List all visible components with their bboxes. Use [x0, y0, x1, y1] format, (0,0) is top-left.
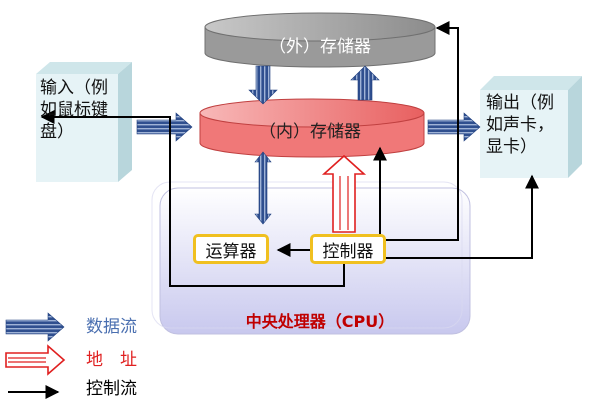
control-line-to-output	[384, 174, 539, 259]
data-arrow-ext-to-int	[248, 65, 278, 105]
data-arrow-int-alu	[254, 151, 272, 225]
cpu-label: 中央处理器（CPU）	[245, 312, 395, 331]
legend-address-arrow	[5, 344, 66, 376]
data-arrow-input-to-int	[136, 112, 193, 142]
output-device-label: 输出（例如声卡，显卡）	[486, 93, 554, 157]
external-memory-cylinder	[204, 12, 436, 68]
data-arrow-int-to-output	[427, 112, 481, 142]
data-flow-arrows	[136, 65, 481, 225]
legend-address-label: 地 址	[86, 350, 137, 370]
legend-data-arrow	[5, 312, 65, 342]
controller-box: 控制器	[310, 234, 386, 264]
output-device-box	[480, 76, 582, 178]
legend-data-flow-label: 数据流	[86, 317, 137, 337]
internal-memory-label: （内）存储器	[259, 122, 361, 142]
internal-memory-cylinder	[199, 98, 425, 158]
input-device-label: 输入（例如鼠标键盘）	[40, 78, 108, 142]
external-memory-label: （外）存储器	[269, 37, 371, 57]
control-flow-lines	[40, 21, 539, 287]
legend-glyphs	[5, 312, 66, 399]
legend-control-flow-label: 控制流	[86, 379, 137, 399]
alu-box: 运算器	[193, 234, 269, 264]
control-line-to-input	[40, 110, 345, 287]
control-line-to-ext-memory	[384, 21, 459, 241]
address-arrow	[321, 154, 367, 233]
input-device-box	[36, 62, 132, 182]
data-arrow-int-to-ext	[350, 65, 380, 101]
